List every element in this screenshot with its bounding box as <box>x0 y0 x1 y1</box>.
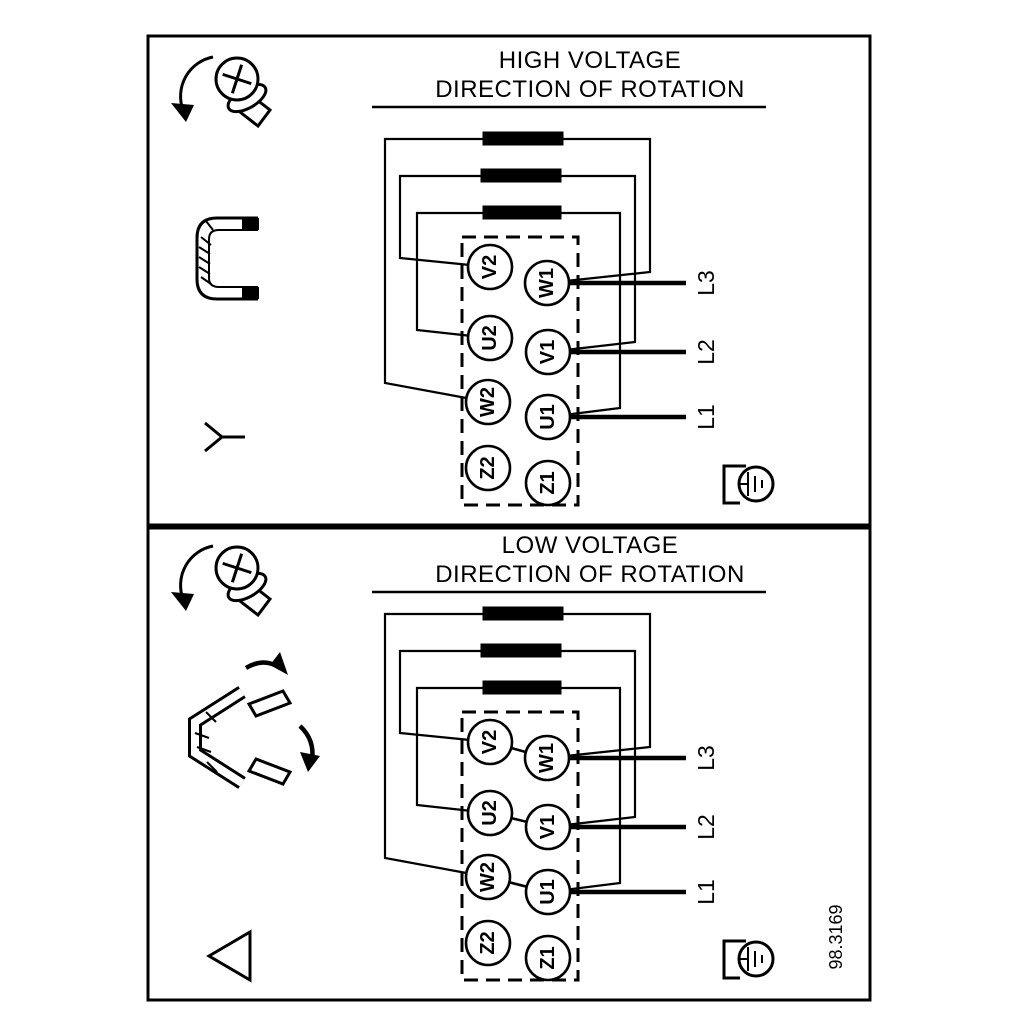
winding-wires <box>383 612 652 894</box>
high-voltage-panel: HIGH VOLTAGE DIRECTION OF ROTATION L3 L2… <box>146 34 872 527</box>
terminal-v2 <box>466 718 514 766</box>
terminal-label-z2: Z2 <box>477 931 499 954</box>
terminal-v1 <box>524 328 572 376</box>
terminal-label-u2: U2 <box>479 325 501 351</box>
terminal-u2 <box>466 789 514 837</box>
winding-wire <box>398 649 491 744</box>
winding-wire <box>383 137 489 404</box>
winding-bar <box>482 606 564 621</box>
terminal-z1 <box>524 459 572 507</box>
winding-wire <box>415 686 491 815</box>
terminal-z1 <box>524 934 572 982</box>
panel-title-line2: DIRECTION OF ROTATION <box>435 561 745 588</box>
supply-label-l1: L1 <box>693 404 719 430</box>
jumper-reposition-icon <box>188 652 320 789</box>
supply-label-l2: L2 <box>693 339 719 365</box>
terminal-w2 <box>464 378 512 426</box>
terminal-label-v2: V2 <box>479 730 501 754</box>
terminal-label-u2: U2 <box>479 800 501 826</box>
winding-wire <box>547 649 637 829</box>
winding-wire <box>547 686 622 894</box>
supply-label-l1: L1 <box>693 879 719 905</box>
winding-bar <box>482 205 562 220</box>
winding-bar <box>480 643 562 658</box>
terminal-u1 <box>524 393 572 441</box>
terminal-label-v1: V1 <box>537 340 559 364</box>
winding-wire <box>383 612 489 879</box>
terminal-label-w1: W1 <box>536 268 558 298</box>
winding-wires <box>383 137 652 419</box>
terminal-label-w2: W2 <box>477 862 499 892</box>
supply-label-l3: L3 <box>693 270 719 296</box>
star-symbol-icon <box>204 421 245 453</box>
motor-winding-bars <box>480 131 564 220</box>
terminal-circles: V2 U2 W2 Z2 W1 V1 U1 Z1 <box>464 243 572 507</box>
delta-symbol-icon <box>206 929 252 983</box>
terminal-w1 <box>523 259 571 307</box>
winding-wire <box>547 211 622 419</box>
winding-wire <box>546 612 652 760</box>
winding-wire <box>546 137 652 285</box>
winding-bar <box>480 168 562 183</box>
supply-label-l2: L2 <box>693 814 719 840</box>
panel-title-line1: LOW VOLTAGE <box>502 532 679 559</box>
terminal-w1 <box>523 734 571 782</box>
motor-winding-bars <box>480 606 564 695</box>
terminal-label-u1: U1 <box>537 404 559 430</box>
jumper-bracket-icon <box>195 216 259 301</box>
terminal-label-z1: Z1 <box>537 946 559 969</box>
winding-wire <box>415 211 491 340</box>
terminal-v2 <box>466 243 514 291</box>
terminal-label-u1: U1 <box>537 879 559 905</box>
terminal-label-v1: V1 <box>537 815 559 839</box>
supply-label-l3: L3 <box>693 745 719 771</box>
winding-bar <box>482 680 562 695</box>
terminal-z2 <box>464 919 512 967</box>
terminal-label-w2: W2 <box>477 387 499 417</box>
terminal-u2 <box>466 314 514 362</box>
terminal-w2 <box>464 853 512 901</box>
figure-number: 98.3169 <box>826 904 846 969</box>
terminal-label-z1: Z1 <box>537 471 559 494</box>
panel-title-line2: DIRECTION OF ROTATION <box>435 76 745 103</box>
terminal-v1 <box>524 803 572 851</box>
terminal-z2 <box>464 444 512 492</box>
panel-title-line1: HIGH VOLTAGE <box>499 47 681 74</box>
terminal-circles: V2 U2 W2 Z2 W1 V1 U1 Z1 <box>464 718 572 982</box>
terminal-label-z2: Z2 <box>477 456 499 479</box>
winding-wire <box>547 174 637 354</box>
winding-wire <box>398 174 491 269</box>
terminal-u1 <box>524 868 572 916</box>
winding-bar <box>482 131 564 146</box>
terminal-label-w1: W1 <box>536 743 558 773</box>
terminal-label-v2: V2 <box>479 255 501 279</box>
low-voltage-panel: LOW VOLTAGE DIRECTION OF ROTATION L3 L2 … <box>146 526 872 1002</box>
